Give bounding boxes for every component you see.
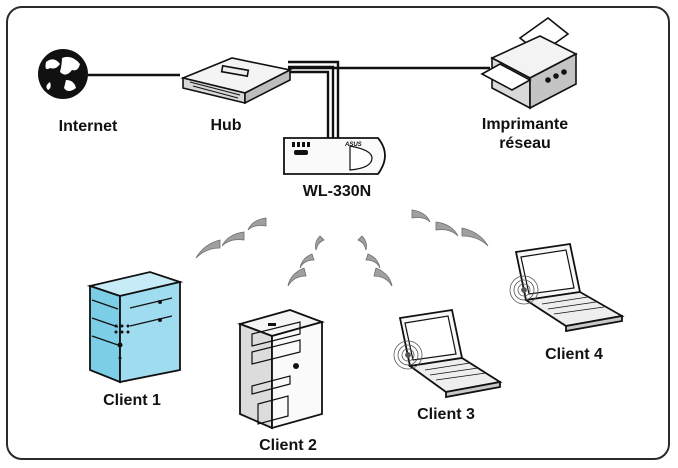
wifi-wave-icon <box>435 221 459 237</box>
client2-label: Client 2 <box>259 437 317 454</box>
wifi-wave-icon <box>373 267 393 287</box>
router-brand-text: ASUS <box>344 142 362 148</box>
wifi-wave-icon <box>221 231 245 247</box>
client1-label: Client 1 <box>103 392 161 409</box>
hub-label: Hub <box>210 117 242 134</box>
wifi-wave-icon <box>357 235 367 251</box>
wifi-wave-icon <box>299 253 315 269</box>
hub-router-link-1 <box>288 60 340 138</box>
printer-label-line1: Imprimante <box>481 116 569 133</box>
wifi-wave-icon <box>365 253 381 269</box>
wifi-wave-icon <box>195 239 221 259</box>
tower-pc-icon <box>86 271 184 384</box>
printer-label-line2: réseau <box>499 135 551 152</box>
wifi-wave-icon <box>461 227 489 247</box>
desktop-pc-icon <box>237 309 325 430</box>
wifi-waves <box>195 209 489 287</box>
hub-router-link-3 <box>288 70 330 138</box>
wifi-wave-icon <box>247 217 267 231</box>
laptop-icon <box>393 308 503 399</box>
printer-label: Imprimante réseau <box>460 115 590 153</box>
hub-router-link-2 <box>288 65 335 138</box>
printer-icon <box>480 16 578 110</box>
laptop-icon <box>509 242 625 333</box>
router-icon: ASUS <box>283 137 386 175</box>
wifi-wave-icon <box>315 235 325 251</box>
globe-icon <box>38 49 88 99</box>
wifi-wave-icon <box>411 209 431 223</box>
connection-lines <box>88 60 490 138</box>
diagram-frame <box>6 6 670 460</box>
client3-label: Client 3 <box>417 406 475 423</box>
router-label: WL-330N <box>302 183 372 200</box>
internet-label: Internet <box>58 118 118 135</box>
hub-icon <box>180 57 293 105</box>
wifi-wave-icon <box>287 267 307 287</box>
client4-label: Client 4 <box>545 346 603 363</box>
